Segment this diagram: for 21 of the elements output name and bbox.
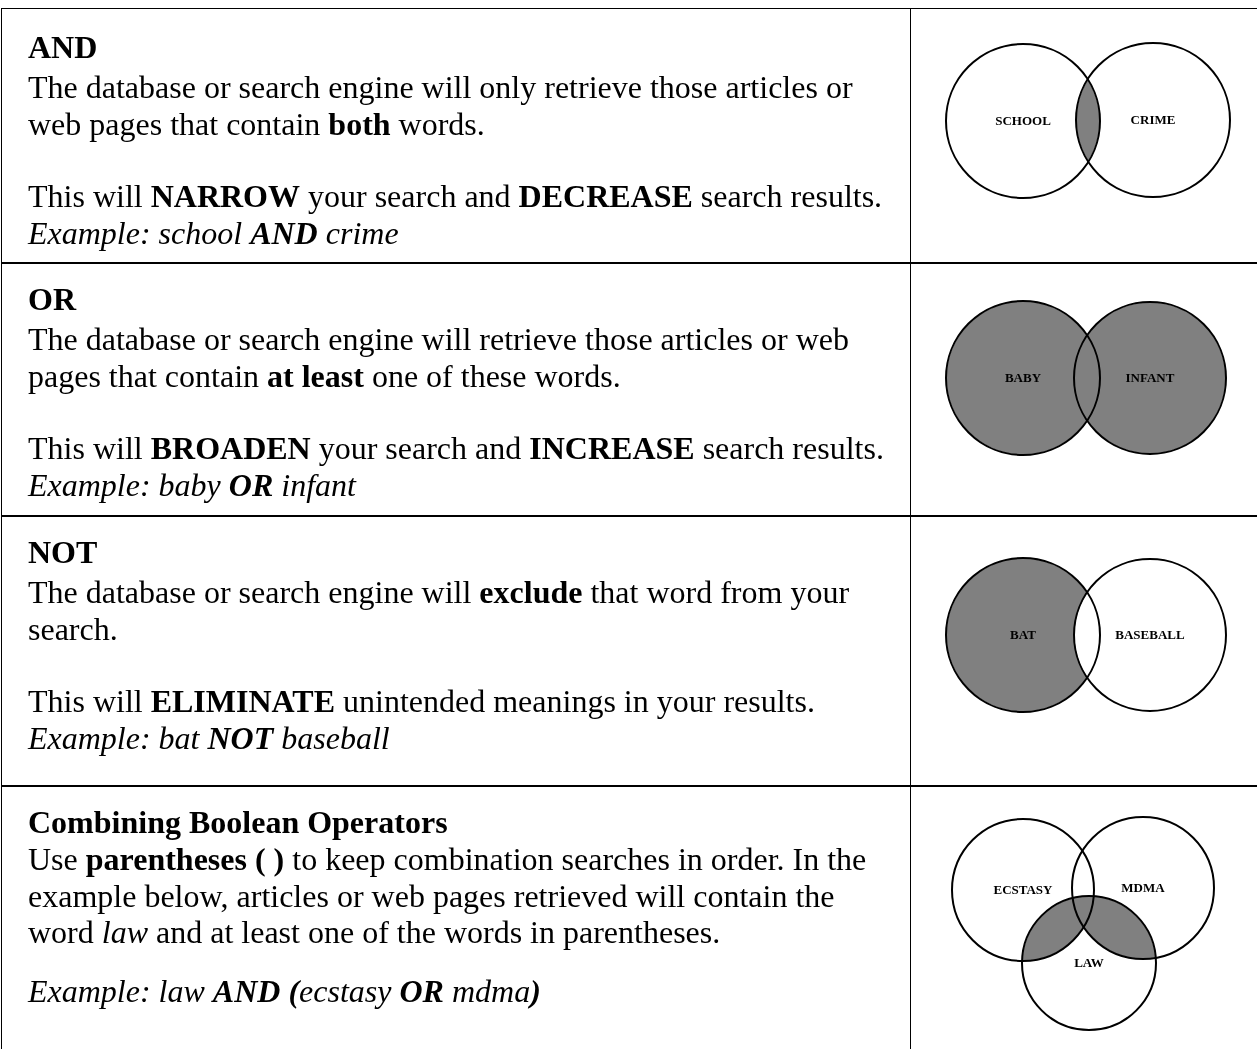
venn-circle: LAW bbox=[1021, 895, 1157, 1031]
example-text: Example: bat NOT baseball bbox=[28, 720, 391, 757]
description-text: The database or search engine will only retrieve those articles or web pages that contain both words. bbox=[28, 69, 854, 142]
effect-text: This will NARROW your search and DECREASE search results. bbox=[28, 178, 884, 215]
venn-circle: BASEBALL bbox=[1073, 558, 1227, 712]
section-heading: OR bbox=[28, 281, 78, 318]
venn-circle: CRIME bbox=[1075, 42, 1231, 198]
effect-text: This will ELIMINATE unintended meanings in your results. bbox=[28, 683, 816, 720]
example-text: Example: law AND (ecstasy OR mdma) bbox=[28, 973, 542, 1010]
description-text: The database or search engine will exclude that word from your search. bbox=[28, 574, 851, 647]
description-text: Use parentheses ( ) to keep combination searches in order. In the example below, articles or web pages retrieved will contain the word law and at least one of the words in parentheses. bbox=[28, 841, 868, 951]
section-heading: NOT bbox=[28, 534, 99, 571]
example-text: Example: baby OR infant bbox=[28, 467, 358, 504]
venn-circle: BABY bbox=[945, 300, 1101, 456]
description-text: The database or search engine will retrieve those articles or web pages that contain at least one of these words. bbox=[28, 321, 850, 394]
section-heading: Combining Boolean Operators bbox=[28, 804, 449, 841]
effect-text: This will BROADEN your search and INCREASE search results. bbox=[28, 430, 885, 467]
venn-circle: INFANT bbox=[1073, 301, 1227, 455]
section-heading: AND bbox=[28, 29, 99, 66]
example-text: Example: school AND crime bbox=[28, 215, 400, 252]
venn-circle: BAT bbox=[945, 557, 1101, 713]
